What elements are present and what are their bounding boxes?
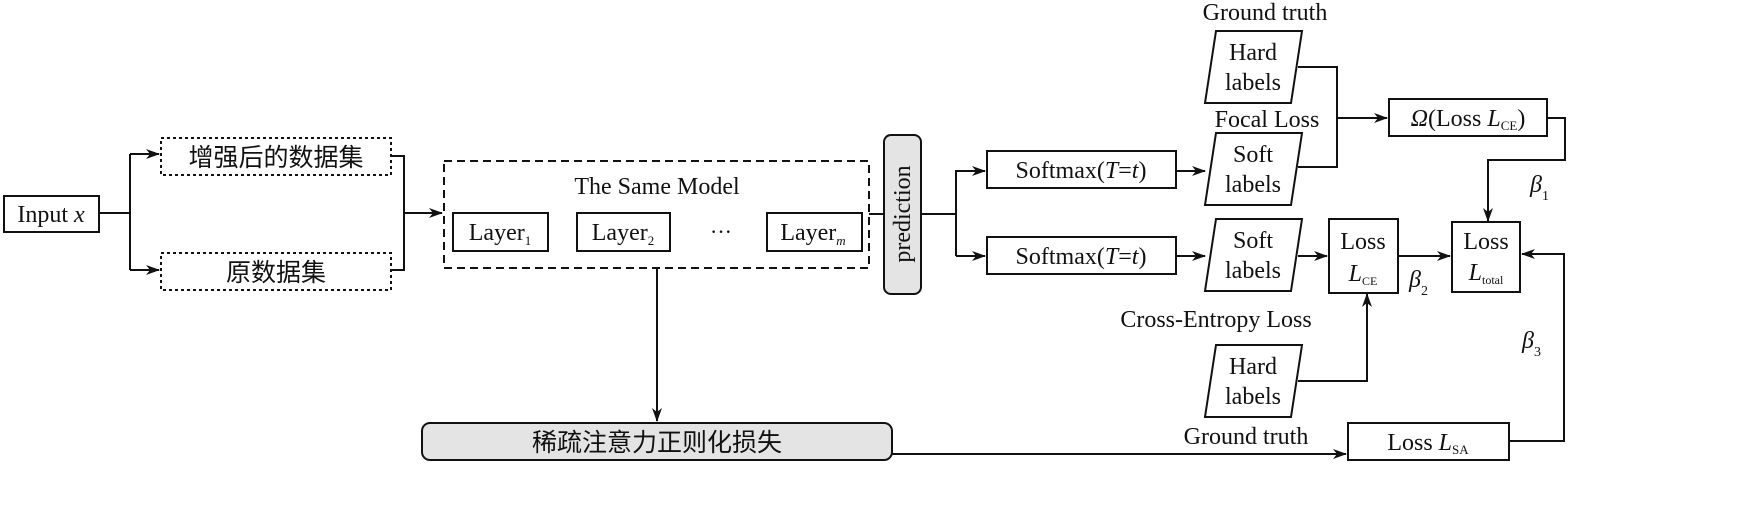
loss-ce-L: L	[1348, 261, 1362, 287]
hard-labels-bottom-node: Hard labels	[1203, 344, 1304, 418]
soft-labels-bottom-line2: labels	[1225, 258, 1281, 284]
augmented-dataset-label: 增强后的数据集	[188, 143, 363, 172]
loss-ce-subscript: CE	[1362, 274, 1377, 288]
softmax-top-eq: =	[1118, 158, 1132, 184]
soft-labels-top-line1: Soft	[1233, 142, 1273, 168]
svg-text:Softmax(T=t): Softmax(T=t)	[1016, 244, 1147, 270]
beta-1-subscript: 1	[1542, 189, 1549, 204]
soft-labels-top-line2: labels	[1225, 172, 1281, 198]
original-dataset-label: 原数据集	[226, 258, 326, 287]
layer-2-subscript: 2	[648, 233, 655, 248]
svg-text:Layer1: Layer1	[469, 220, 531, 248]
softmax-top-t: t	[1132, 158, 1140, 184]
hard-labels-top-line2: labels	[1225, 70, 1281, 96]
omega-close: )	[1517, 106, 1525, 132]
layer-2-node: Layer2	[576, 212, 671, 252]
beta-3-subscript: 3	[1534, 345, 1541, 360]
model-title: The Same Model	[574, 174, 740, 200]
beta-2: β2	[1408, 267, 1428, 299]
input-variable: x	[73, 202, 85, 228]
loss-total-subscript: total	[1482, 273, 1504, 287]
layer-2-label: Layer	[592, 220, 648, 246]
connectors	[99, 66, 1566, 459]
layer-ellipsis: ···	[710, 219, 732, 244]
loss-total-node: Loss Ltotal	[1451, 221, 1521, 293]
loss-ce-node: Loss LCE	[1328, 218, 1399, 294]
augmented-dataset-node: 增强后的数据集	[160, 137, 392, 176]
beta-1: β1	[1529, 172, 1549, 204]
layer-1-label: Layer	[469, 220, 525, 246]
softmax-top-text: Softmax(	[1016, 158, 1105, 184]
layer-1-node: Layer1	[452, 212, 549, 252]
softmax-bottom-T: T	[1105, 244, 1120, 270]
layer-m-node: Layerm	[766, 212, 863, 252]
loss-ce-word: Loss	[1340, 229, 1385, 255]
softmax-top-node: Softmax(T=t)	[986, 150, 1177, 189]
hard-labels-bottom-line1: Hard	[1229, 354, 1277, 380]
hard-labels-top-line1: Hard	[1229, 40, 1277, 66]
ground-truth-bottom-text: Ground truth	[1184, 424, 1309, 450]
beta-1-symbol: β	[1529, 172, 1542, 198]
input-node: Input x	[3, 195, 100, 233]
omega-symbol: Ω	[1411, 106, 1428, 132]
omega-L: L	[1486, 106, 1500, 132]
loss-sa-L: L	[1438, 430, 1452, 456]
soft-labels-top-node: Soft labels	[1203, 132, 1304, 206]
svg-text:Input x: Input x	[17, 202, 85, 228]
beta-2-subscript: 2	[1421, 284, 1428, 299]
softmax-top-T: T	[1105, 158, 1120, 184]
omega-loss-node: Ω(Loss LCE)	[1388, 98, 1548, 137]
soft-labels-bottom-node: Soft labels	[1203, 218, 1304, 292]
omega-inner-text: (Loss	[1428, 106, 1487, 132]
original-dataset-node: 原数据集	[160, 252, 392, 291]
cross-entropy-loss-text: Cross-Entropy Loss	[1120, 307, 1311, 333]
softmax-bottom-node: Softmax(T=t)	[986, 236, 1177, 275]
loss-total-word: Loss	[1463, 229, 1508, 255]
hard-labels-top-node: Hard labels	[1203, 30, 1304, 104]
softmax-bottom-close: )	[1138, 244, 1146, 270]
sparse-attention-loss-label: 稀疏注意力正则化损失	[532, 428, 782, 457]
svg-text:Layerm: Layerm	[780, 220, 845, 248]
softmax-bottom-eq: =	[1118, 244, 1132, 270]
svg-text:Ltotal: Ltotal	[1468, 260, 1504, 287]
prediction-node: prediction	[883, 134, 922, 295]
sparse-attention-loss-node: 稀疏注意力正则化损失	[421, 422, 893, 461]
svg-text:Layer2: Layer2	[592, 220, 654, 248]
ground-truth-top-text: Ground truth	[1203, 0, 1328, 26]
loss-total-L: L	[1468, 260, 1482, 286]
svg-text:Softmax(T=t): Softmax(T=t)	[1016, 158, 1147, 184]
layer-m-subscript: m	[836, 233, 845, 248]
svg-text:Ω(Loss LCE): Ω(Loss LCE)	[1411, 106, 1526, 133]
loss-sa-subscript: SA	[1452, 442, 1469, 457]
focal-loss-text: Focal Loss	[1215, 107, 1320, 133]
softmax-bottom-text: Softmax(	[1016, 244, 1105, 270]
svg-text:Loss LSA: Loss LSA	[1387, 430, 1469, 457]
soft-labels-bottom-line1: Soft	[1233, 228, 1273, 254]
softmax-top-close: )	[1138, 158, 1146, 184]
beta-3-symbol: β	[1521, 328, 1534, 354]
layer-1-subscript: 1	[525, 233, 532, 248]
hard-labels-bottom-line2: labels	[1225, 384, 1281, 410]
beta-3: β3	[1521, 328, 1541, 360]
loss-sa-word: Loss	[1387, 430, 1438, 456]
omega-ce-subscript: CE	[1501, 118, 1518, 133]
loss-sa-node: Loss LSA	[1347, 422, 1510, 461]
beta-2-symbol: β	[1408, 267, 1421, 293]
prediction-label: prediction	[890, 165, 916, 262]
svg-text:LCE: LCE	[1348, 261, 1378, 288]
layer-m-label: Layer	[780, 220, 836, 246]
input-label: Input	[17, 202, 74, 228]
softmax-bottom-t: t	[1132, 244, 1140, 270]
